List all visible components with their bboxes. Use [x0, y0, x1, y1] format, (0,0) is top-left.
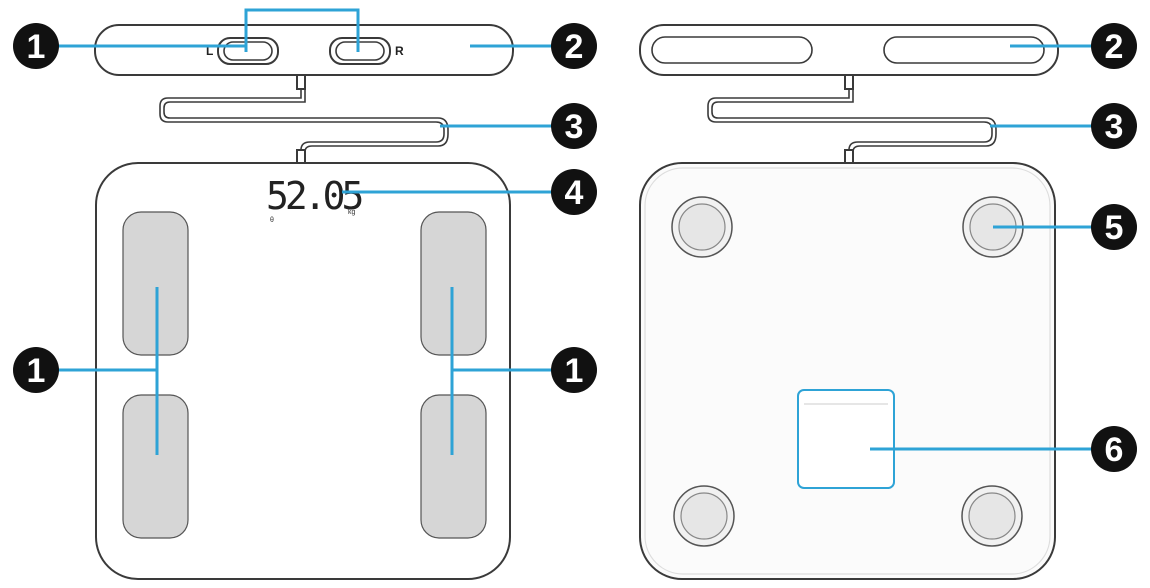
handle-right-letter: R	[395, 44, 404, 58]
svg-text:2: 2	[565, 28, 584, 66]
front-handle	[94, 24, 514, 76]
handle-left-letter: L	[206, 44, 213, 58]
right-grip-electrode	[329, 37, 391, 65]
callout-badges: 1 2 3 4 1 1 2 3	[13, 23, 1137, 472]
svg-text:1: 1	[27, 28, 46, 66]
callout-1-left-pads: 1	[13, 347, 59, 393]
back-view	[639, 24, 1059, 580]
lcd-indicator: θ	[270, 217, 274, 224]
back-connector-bottom	[844, 149, 854, 165]
svg-text:6: 6	[1105, 431, 1124, 469]
svg-text:5: 5	[1105, 209, 1124, 247]
callout-6-battery: 6	[1091, 426, 1137, 472]
callout-1-handle: 1	[13, 23, 59, 69]
front-cable	[159, 89, 445, 151]
front-connector-top	[296, 74, 306, 90]
foot-bottom-left	[673, 485, 735, 547]
callout-5-foot: 5	[1091, 204, 1137, 250]
svg-text:2: 2	[1105, 28, 1124, 66]
back-connector-top	[844, 74, 854, 90]
foot-bottom-right	[961, 485, 1023, 547]
foot-top-left	[671, 196, 733, 258]
lcd-display: 52.05	[266, 174, 362, 218]
front-view: L R 52.05 kg θ	[94, 24, 514, 580]
svg-text:3: 3	[565, 108, 584, 146]
callout-3-front: 3	[551, 103, 597, 149]
svg-text:1: 1	[27, 352, 46, 390]
front-connector-bottom	[296, 149, 306, 165]
svg-text:1: 1	[565, 352, 584, 390]
leader-lines	[58, 8, 1092, 455]
callout-1-right-pads: 1	[551, 347, 597, 393]
lcd-unit: kg	[348, 209, 356, 216]
callout-2-back: 2	[1091, 23, 1137, 69]
back-cable	[707, 89, 993, 151]
back-platform	[639, 162, 1056, 580]
back-handle	[639, 24, 1059, 76]
callout-4-display: 4	[551, 169, 597, 215]
svg-text:3: 3	[1105, 108, 1124, 146]
callout-3-back: 3	[1091, 103, 1137, 149]
callout-2-front: 2	[551, 23, 597, 69]
svg-text:4: 4	[565, 174, 584, 212]
battery-cover	[797, 389, 895, 489]
